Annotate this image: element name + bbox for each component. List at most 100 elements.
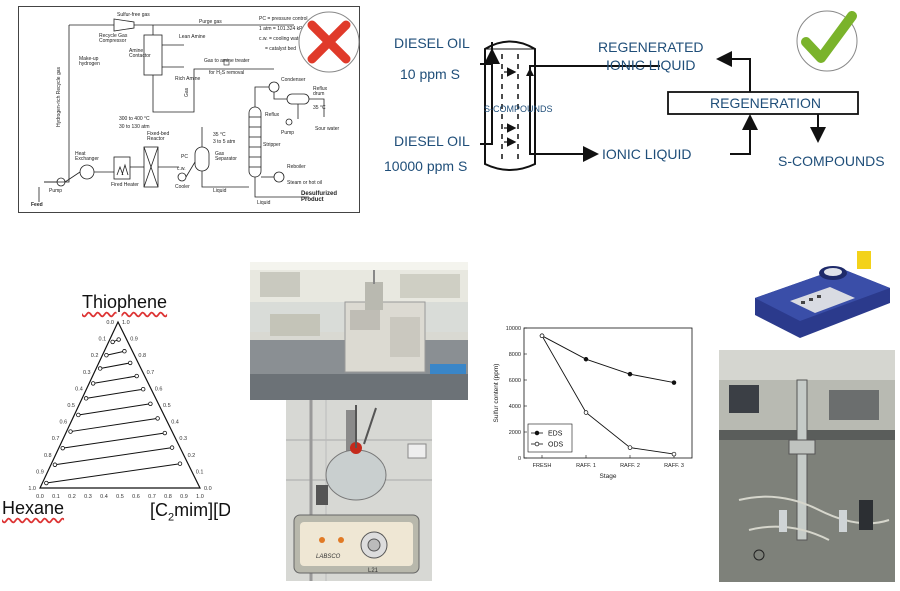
regenerated-ionic-liquid-label: REGENERATED IONIC LIQUID: [598, 39, 704, 73]
green-check-icon: [796, 10, 858, 72]
tie-line: [86, 388, 144, 399]
gas-to-amine-label: Gas to amine treater: [204, 58, 250, 64]
tie-line-point: [110, 339, 115, 345]
purge-gas-label: Purge gas: [199, 19, 222, 25]
left-tick-label: 0.1: [99, 337, 107, 343]
ppm-bottom-label: 10000 ppm S: [384, 158, 468, 174]
tie-line-point: [116, 337, 121, 342]
right-tick-label: 0.3: [179, 436, 187, 442]
bottom-tick-label: 0.8: [164, 494, 172, 500]
data-point-eds: [671, 380, 677, 385]
left-tick-label: 1.0: [28, 486, 36, 492]
laboratory-gc-photo: [250, 262, 468, 400]
bottom-tick-label: 0.7: [148, 494, 156, 500]
left-tick-label: 0.2: [91, 353, 99, 359]
data-point-ods: [671, 451, 677, 457]
tie-line-point: [162, 430, 168, 436]
y-tick-label: 2000: [509, 430, 521, 436]
y-tick-label: 6000: [509, 378, 521, 384]
bottom-tick-label: 0.4: [100, 494, 108, 500]
x-axis-title: Stage: [600, 473, 617, 480]
tie-line-point: [140, 386, 146, 392]
regeneration-label: REGENERATION: [710, 95, 821, 111]
reboiler-label: Reboiler: [287, 164, 306, 170]
y-tick-label: 8000: [509, 352, 521, 358]
pump-label-right: Pump: [281, 130, 295, 136]
pc-note-label: PC = pressure control: [259, 16, 308, 22]
catalyst-bed-label: = catalyst bed: [265, 46, 296, 52]
bottom-tick-label: 0.1: [52, 494, 60, 500]
tie-line-point: [52, 462, 58, 467]
left-tick-label: 0.8: [44, 453, 52, 459]
bottom-tick-label: 0.6: [132, 494, 140, 500]
reactor-pressure-label: 30 to 130 atm: [119, 124, 150, 130]
separator-pressure-label: 3 to 5 atm: [213, 139, 236, 145]
right-tick-label: 1.0: [122, 320, 130, 326]
tie-line-point: [155, 416, 160, 421]
hexane-label: Hexane: [2, 498, 65, 518]
tie-line: [62, 432, 165, 449]
tie-line-point: [90, 381, 96, 386]
ionic-liquid-label: IONIC LIQUID: [602, 146, 692, 162]
s-compounds-out-label: S-COMPOUNDS: [778, 153, 885, 169]
y-tick-label: 0: [518, 456, 521, 462]
tie-line-point: [148, 401, 153, 407]
left-tick-label: 0.5: [67, 403, 75, 409]
left-tick-label: 0.4: [75, 386, 83, 392]
steam-label: Steam or hot oil: [287, 180, 323, 186]
analyzer-illustration: [755, 251, 890, 338]
reflux-drum-temp-label: 35 °C: [313, 105, 326, 111]
legend-box: [527, 423, 573, 453]
liquid-label-bottom: Liquid: [257, 200, 271, 206]
diesel-oil-top-label: DIESEL OIL: [394, 35, 470, 51]
y-tick-label: 10000: [506, 326, 521, 332]
gas-label: Gas: [184, 87, 190, 97]
pc-label: PC: [181, 154, 188, 160]
schematic-lines: [38, 18, 325, 202]
bottom-tick-label: 1.0: [196, 494, 204, 500]
bottom-tick-label: 0.2: [68, 494, 76, 500]
tie-line-point: [76, 412, 81, 418]
left-tick-label: 0.3: [83, 370, 91, 376]
data-point-ods: [627, 445, 633, 450]
tie-line-point: [122, 349, 127, 354]
tie-line-point: [68, 429, 73, 434]
left-tick-label: 0.6: [60, 420, 68, 426]
bottom-tick-label: 0.9: [180, 494, 188, 500]
tie-line: [46, 463, 181, 484]
ionic-liquid-formula-label: [C2mim][DEP]: [150, 500, 230, 524]
y-tick-label: 4000: [509, 404, 521, 410]
thiophene-label: Thiophene: [82, 292, 168, 312]
legend-marker: [534, 430, 540, 436]
tie-line-point: [169, 445, 175, 450]
data-point-ods: [539, 333, 545, 339]
pump-label-left: Pump: [49, 188, 63, 194]
cw-note-label: c.w. = cooling water: [259, 36, 303, 42]
right-tick-label: 0.7: [147, 370, 155, 376]
tie-line: [70, 417, 158, 433]
tie-line: [78, 403, 151, 416]
extraction-column-photo: [719, 350, 895, 582]
legend-label: EDS: [548, 431, 563, 438]
rich-amine-label: Rich Amine: [175, 76, 201, 82]
desulfurized-product-label: Desulfurized Product: [301, 191, 338, 203]
left-tick-label: 0.9: [36, 469, 44, 475]
reflux-drum-label: Reflux drum: [313, 86, 328, 97]
stirrer-model-label: L21: [368, 568, 379, 574]
atm-note-label: 1 atm = 101.324 kPa: [259, 26, 306, 32]
ternary-frame: [39, 320, 201, 489]
ppm-top-label: 10 ppm S: [400, 66, 460, 82]
stirred-vessel-photo: LABSCO L21: [286, 400, 432, 581]
recycle-gas-label: Hydrogen-rich Recycle gas: [56, 66, 62, 127]
legend-label: ODS: [548, 442, 564, 449]
diesel-oil-bottom-label: DIESEL OIL: [394, 133, 470, 149]
left-tick-label: 0.0: [106, 320, 114, 326]
right-tick-label: 0.0: [204, 486, 212, 492]
stirrer-brand-label: LABSCO: [316, 554, 341, 560]
x-tick-label: RAFF. 1: [576, 463, 596, 469]
reactor-temp-label: 300 to 400 °C: [119, 116, 150, 122]
x-tick-label: RAFF. 2: [620, 463, 640, 469]
